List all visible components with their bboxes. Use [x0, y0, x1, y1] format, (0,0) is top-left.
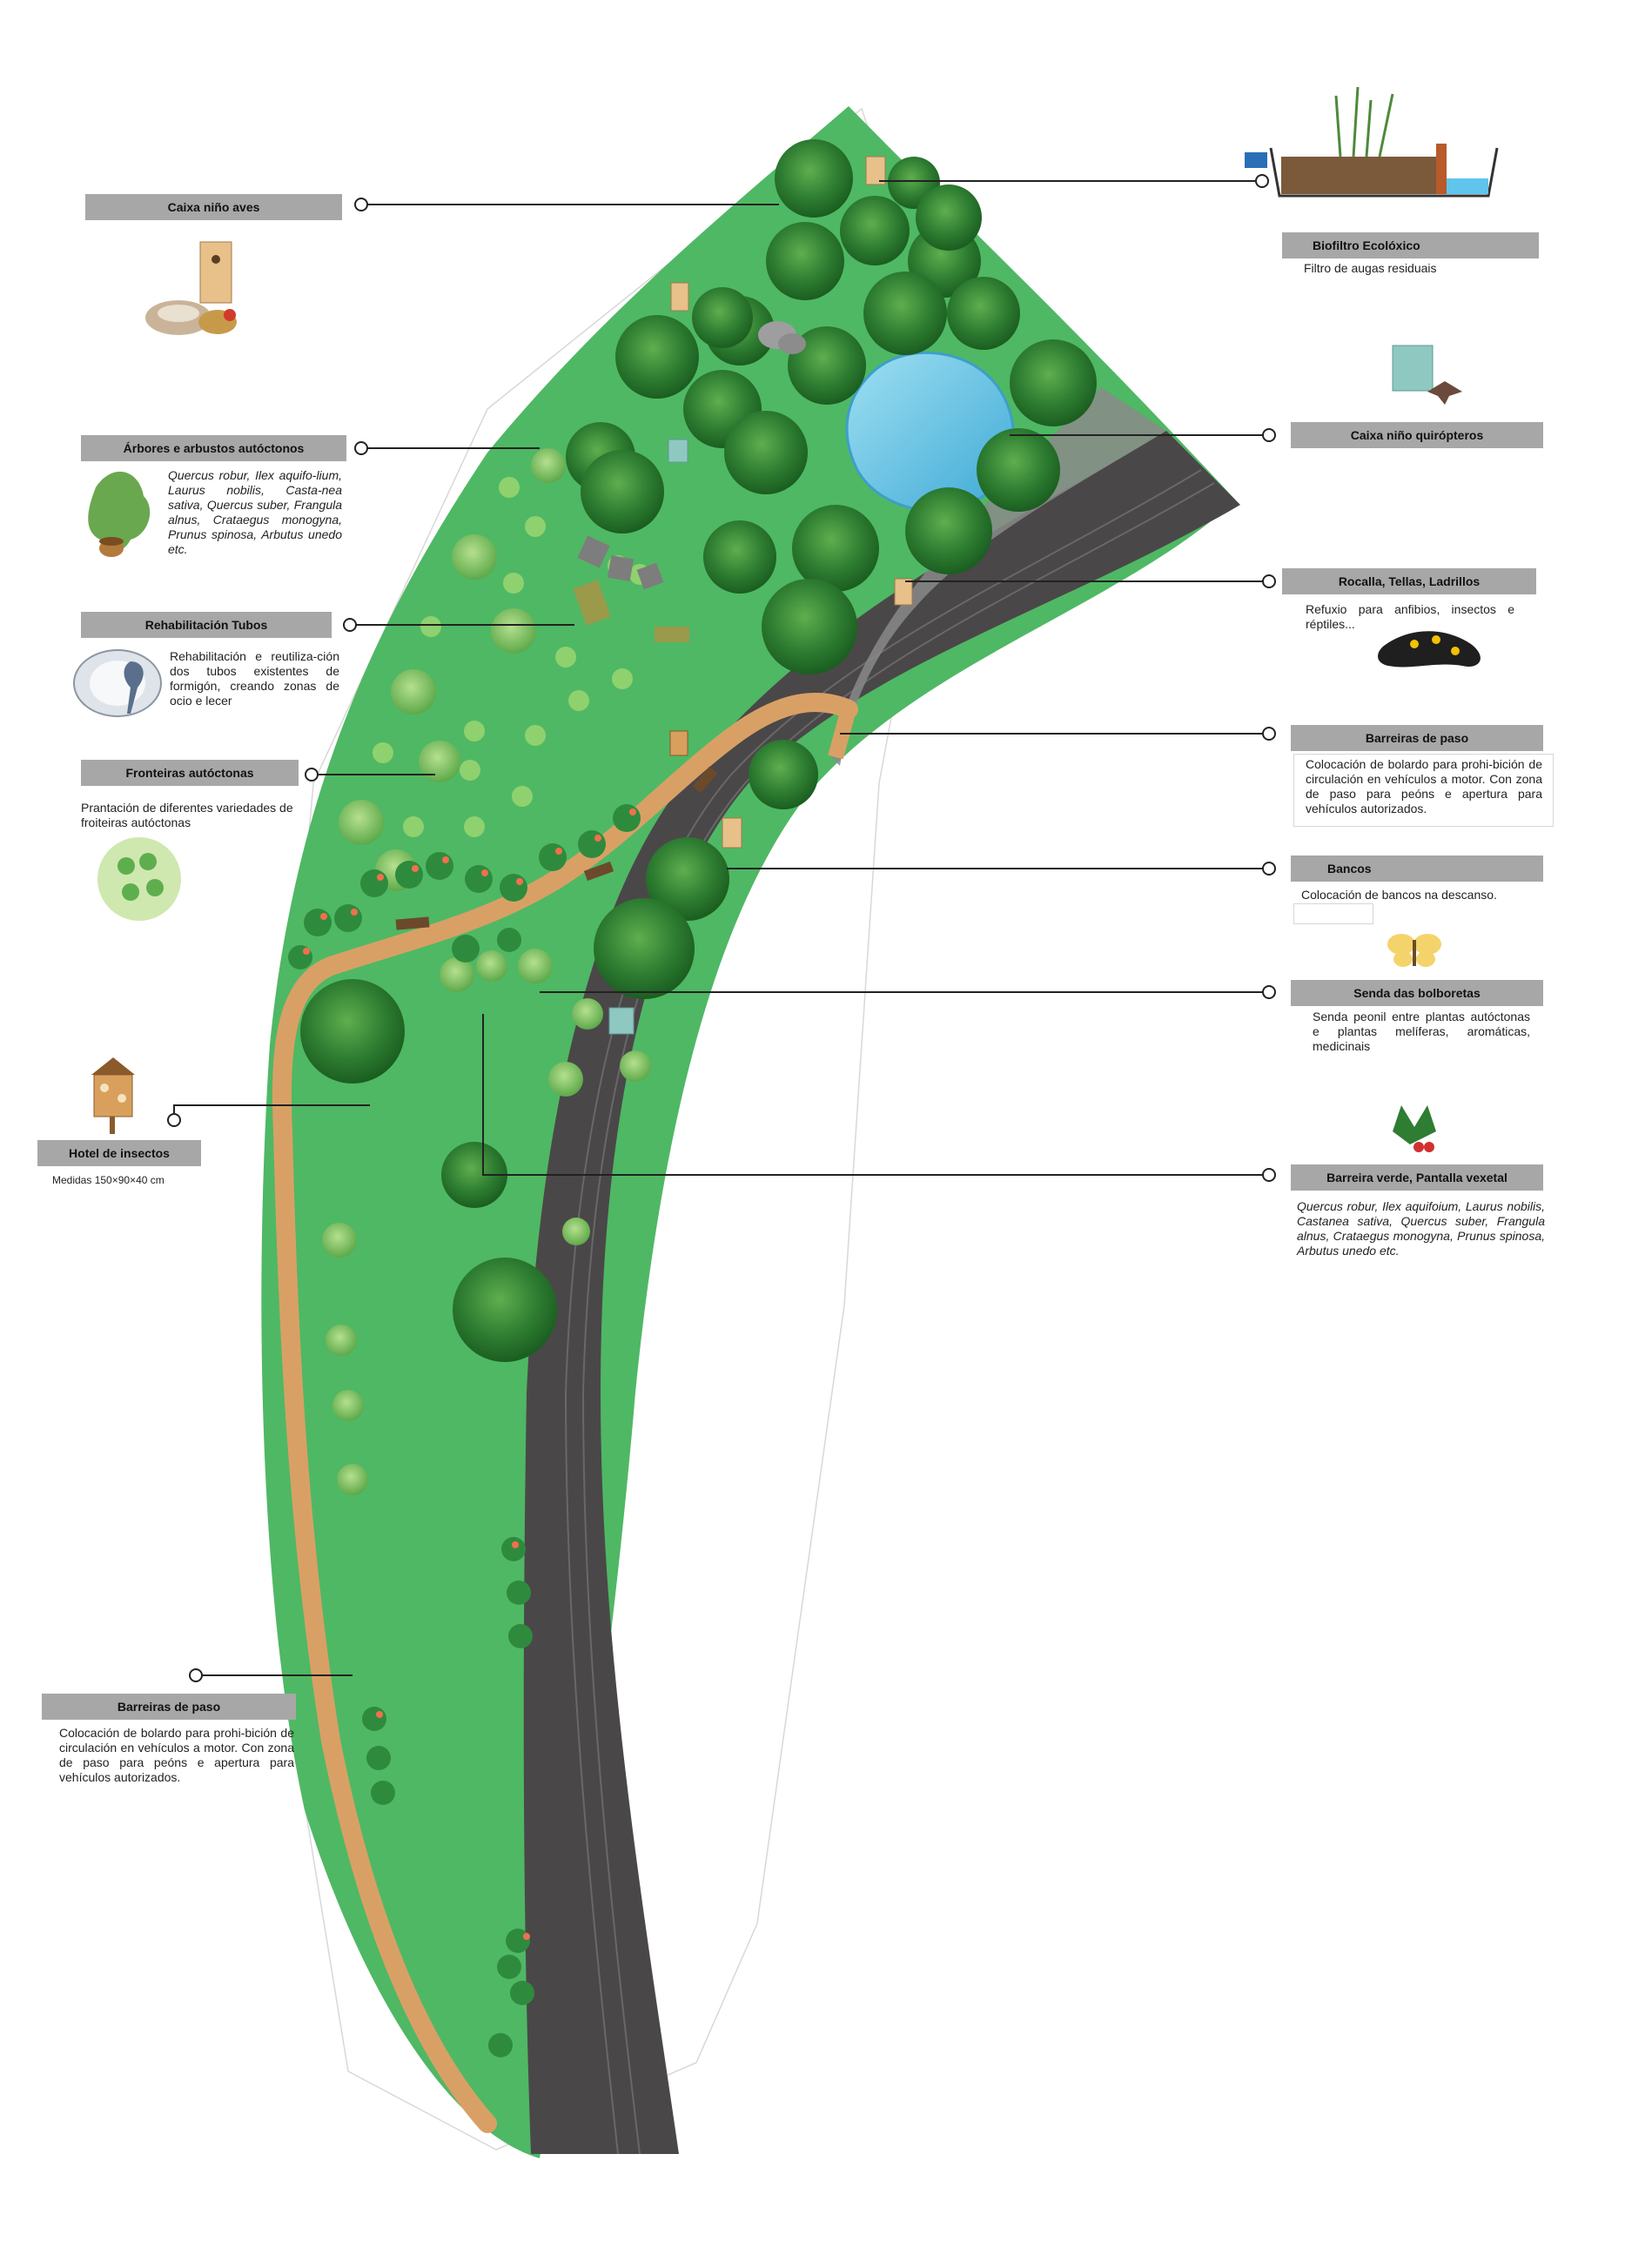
nest-boxes: [608, 156, 913, 1035]
walking-path: [272, 693, 858, 2133]
label-bancos: Bancos: [1291, 856, 1543, 882]
tree-cluster: [566, 139, 1097, 674]
text-barreiras-right: Colocación de bolardo para prohi-bición …: [1306, 757, 1542, 815]
nest-bird-icon: [145, 241, 237, 335]
sidewalk-strip: [831, 387, 1166, 766]
text-hotel: Medidas 150×90×40 cm: [52, 1174, 165, 1186]
label-arbores: Árbores e arbustos autóctonos: [81, 435, 346, 461]
label-bolboretas: Senda das bolboretas: [1291, 980, 1543, 1006]
label-barreiras-left: Barreiras de paso: [42, 1694, 296, 1720]
butterfly-icon: [1387, 934, 1441, 967]
oak-leaf-icon: [88, 471, 151, 557]
rocks: [758, 321, 806, 354]
label-biofiltro: Biofiltro Ecolóxico: [1282, 232, 1539, 258]
biofilter-icon: [1245, 86, 1499, 198]
leader-lines: [173, 180, 1264, 1676]
road: [523, 431, 1240, 2154]
text-arbores: Quercus robur, Ilex aquifo-lium, Laurus …: [168, 468, 342, 556]
label-barreira-verde: Barreira verde, Pantalla vexetal: [1291, 1164, 1543, 1191]
label-caixa-aves: Caixa niño aves: [85, 194, 342, 220]
text-barreira-verde: Quercus robur, Ilex aquifoium, Laurus no…: [1297, 1199, 1545, 1258]
label-quiropteros: Caixa niño quirópteros: [1291, 422, 1543, 448]
text-box-bancos: [1293, 903, 1373, 924]
text-fronteiras: Prantación de diferentes variedades de f…: [81, 801, 293, 829]
benches: [395, 766, 718, 930]
bat-box-icon: [1392, 345, 1462, 405]
text-box-barreiras-right: [1293, 754, 1554, 827]
bush-group: [322, 448, 651, 1495]
label-tubos: Rehabilitación Tubos: [81, 612, 332, 638]
label-hotel: Hotel de insectos: [37, 1140, 201, 1166]
insect-hotel-icon: [91, 1057, 135, 1134]
fruit-border: [288, 804, 641, 2057]
label-fronteiras: Fronteiras autóctonas: [81, 760, 299, 786]
text-biofiltro: Filtro de augas residuais: [1304, 261, 1437, 275]
text-barreiras-left: Colocación de bolardo para prohi-bición …: [59, 1726, 294, 1784]
road-line: [564, 469, 1202, 2155]
road-line: [581, 482, 1215, 2155]
text-bolboretas: Senda peonil entre plantas autóctonas e …: [1313, 1010, 1530, 1053]
label-rocalla: Rocalla, Tellas, Ladrillos: [1282, 568, 1536, 594]
salamander-icon: [1378, 631, 1481, 668]
text-rocalla: Refuxio para anfibios, insectos e réptil…: [1306, 602, 1514, 631]
text-bancos: Colocación de bancos na descanso.: [1301, 888, 1497, 902]
text-tubos: Rehabilitación e reutiliza-ción dos tubo…: [170, 649, 339, 708]
label-barreiras-right: Barreiras de paso: [1291, 725, 1543, 751]
tube-heron-icon: [73, 649, 162, 717]
tree-group-mid: [300, 740, 818, 1362]
tiles: [573, 535, 689, 642]
holly-icon: [1393, 1105, 1436, 1152]
fruit-tree-icon: [97, 837, 181, 921]
leader-dots: [167, 174, 1276, 1682]
